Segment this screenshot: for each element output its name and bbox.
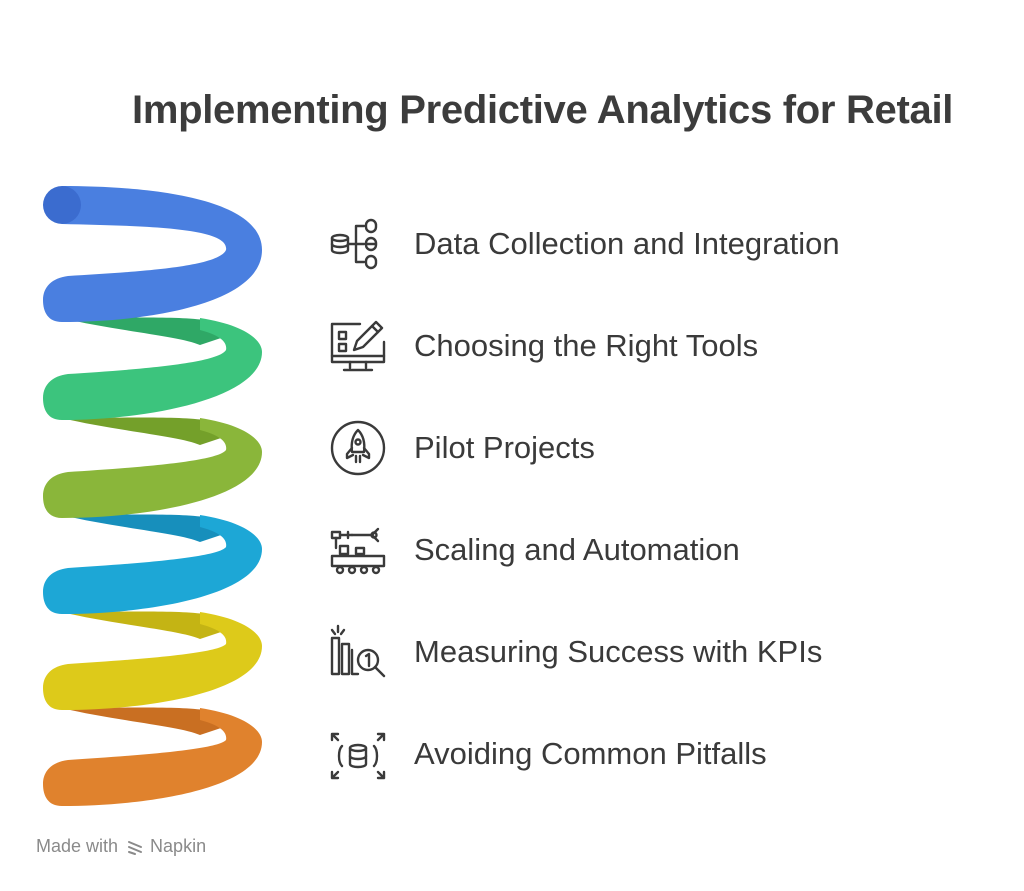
coil-end-cap: [43, 186, 81, 224]
made-with-text: Made with: [36, 836, 119, 856]
coil-back-band-green: [62, 317, 236, 345]
database-scan-icon: [330, 732, 386, 780]
coil-back-band-orange: [62, 707, 236, 735]
coil-band-green: [43, 318, 262, 420]
coil-back-band-cyan: [62, 514, 236, 542]
robot-arm-conveyor-icon: [330, 527, 386, 575]
step-pilot-projects: Pilot Projects: [326, 416, 595, 480]
coil-band-lime: [43, 418, 262, 518]
step-label: Choosing the Right Tools: [414, 328, 759, 363]
coil-band-blue: [43, 186, 262, 322]
coil-band-yellow: [43, 612, 262, 710]
step-label: Avoiding Common Pitfalls: [414, 736, 767, 771]
step-scaling-automation: Scaling and Automation: [326, 518, 740, 582]
database-network-icon: [330, 218, 378, 270]
page-title: Implementing Predictive Analytics for Re…: [132, 88, 954, 132]
step-label: Measuring Success with KPIs: [414, 634, 823, 669]
step-label: Pilot Projects: [414, 430, 595, 465]
bar-chart-magnifier-icon: [330, 624, 386, 678]
coil-band-orange: [43, 708, 262, 806]
brand-name: Napkin: [150, 836, 207, 856]
coil-back-band-yellow: [62, 611, 236, 639]
rocket-icon: [330, 420, 386, 476]
coil-band-cyan: [43, 515, 262, 614]
coil-back-band-lime: [62, 417, 236, 445]
brand: Napkin: [126, 836, 206, 857]
footer-attribution: Made with Napkin: [36, 836, 206, 857]
napkin-logo-icon: [128, 840, 143, 855]
step-measuring-kpis: Measuring Success with KPIs: [326, 620, 822, 684]
step-label: Scaling and Automation: [414, 532, 740, 567]
design-monitor-icon: [330, 320, 386, 372]
step-label: Data Collection and Integration: [414, 226, 840, 261]
spring-coil-graphic: [43, 186, 262, 806]
step-choosing-tools: Choosing the Right Tools: [326, 314, 758, 378]
step-avoiding-pitfalls: Avoiding Common Pitfalls: [326, 722, 767, 786]
step-data-collection: Data Collection and Integration: [326, 212, 840, 276]
